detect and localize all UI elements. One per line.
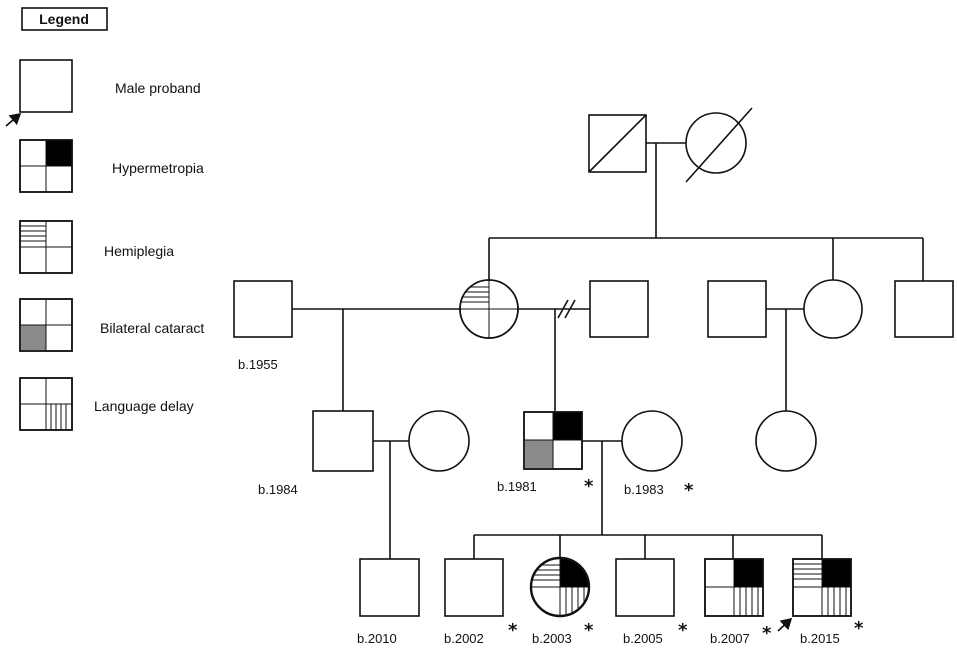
legend-item-cataract: Bilateral cataract — [19, 298, 204, 352]
birth-label-2002: b.2002 — [444, 631, 484, 646]
g3-son1-wife-circle — [408, 410, 470, 472]
proband-arrow-icon — [777, 617, 793, 632]
hypermetropia-quadrant — [560, 558, 589, 587]
asterisk-2007: * — [762, 623, 772, 644]
asterisk-2003: * — [584, 620, 594, 641]
g2-husband1-square — [233, 280, 293, 338]
legend: Legend Male proband Hypermetropia — [5, 7, 204, 431]
divorce-slash-1 — [557, 299, 569, 319]
g1-mother-deceased-slash — [685, 107, 753, 183]
g4-2002-square — [444, 558, 504, 617]
g4-2003-symbol — [529, 556, 591, 618]
legend-title-box — [21, 7, 108, 31]
legend-title: Legend — [39, 11, 89, 27]
language-delay-quadrant — [50, 404, 67, 430]
g2-husband2-square — [589, 280, 649, 338]
birth-label-g2-husband1: b.1955 — [238, 357, 278, 372]
g3-cousin-circle — [755, 410, 817, 472]
generation-2: b.1955 — [233, 279, 954, 372]
g4-2010-square — [359, 558, 420, 617]
proband-arrow-icon — [5, 112, 22, 127]
g2-sister-circle — [803, 279, 863, 339]
legend-item-hemiplegia: Hemiplegia — [19, 220, 174, 274]
hypermetropia-quadrant — [734, 559, 763, 587]
asterisk-2002: * — [508, 620, 518, 641]
language-delay-quadrant — [827, 587, 847, 616]
hemiplegia-quadrant — [20, 225, 46, 242]
legend-label-language: Language delay — [94, 398, 194, 414]
asterisk-2005: * — [678, 620, 688, 641]
legend-label-hypermetropia: Hypermetropia — [112, 160, 204, 176]
legend-item-hypermetropia: Hypermetropia — [19, 139, 204, 193]
legend-male-square — [19, 59, 73, 113]
legend-label-cataract: Bilateral cataract — [100, 320, 204, 336]
pedigree-lines — [292, 142, 924, 559]
g2-brother-square — [894, 280, 954, 338]
generation-4: b.2010 b.2002 * — [357, 556, 864, 646]
cataract-quadrant — [20, 325, 46, 351]
language-delay-quadrant — [739, 587, 759, 616]
legend-item-proband: Male proband — [5, 59, 201, 127]
birth-label-2005: b.2005 — [623, 631, 663, 646]
birth-label-g3-son1: b.1984 — [258, 482, 298, 497]
legend-item-language: Language delay — [19, 377, 194, 431]
birth-label-2007: b.2007 — [710, 631, 750, 646]
legend-label-hemiplegia: Hemiplegia — [104, 243, 174, 259]
g3-mother-circle — [621, 410, 683, 472]
hypermetropia-quadrant — [553, 412, 582, 440]
g4-2007-symbol — [704, 558, 764, 617]
hemiplegia-quadrant — [793, 563, 822, 580]
g4-2005-square — [615, 558, 675, 617]
g3-son1-square — [312, 410, 374, 472]
birth-label-g3-father: b.1981 — [497, 479, 537, 494]
g2-mother-symbol — [459, 279, 519, 339]
cataract-quadrant — [524, 440, 553, 469]
birth-label-g3-mother: b.1983 — [624, 482, 664, 497]
divorce-slash-2 — [564, 299, 576, 319]
birth-label-2003: b.2003 — [532, 631, 572, 646]
asterisk-g3-father: * — [584, 476, 594, 497]
g3-father-symbol — [523, 411, 583, 470]
birth-label-2010: b.2010 — [357, 631, 397, 646]
hypermetropia-quadrant — [822, 559, 851, 587]
asterisk-g3-mother: * — [684, 480, 694, 501]
g1-mother-circle — [685, 112, 747, 174]
hypermetropia-quadrant — [46, 140, 72, 166]
g2-brother-in-law-square — [707, 280, 767, 338]
g4-2015-proband-symbol — [792, 558, 852, 617]
generation-3: b.1984 b.1981 * b.1983 * — [258, 410, 817, 501]
g1-father-deceased-slash — [588, 114, 647, 173]
generation-1 — [588, 107, 753, 183]
asterisk-2015: * — [854, 618, 864, 639]
birth-label-2015: b.2015 — [800, 631, 840, 646]
legend-label-proband: Male proband — [115, 80, 201, 96]
